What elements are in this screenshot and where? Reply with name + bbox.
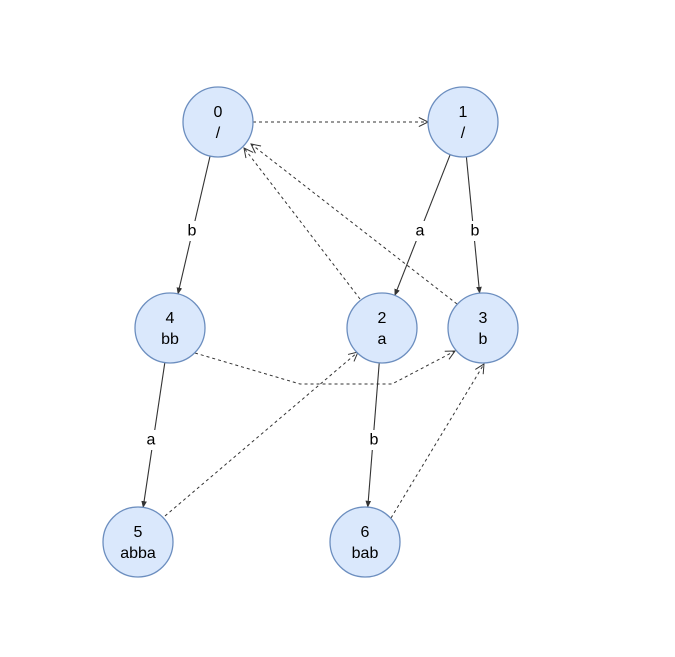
state-string: / [461, 125, 466, 142]
state-string: a [378, 331, 387, 348]
state-circle [102, 506, 174, 578]
state-number: 5 [134, 524, 143, 541]
state-circle [134, 292, 206, 364]
state-node-6: 6 bab [329, 506, 401, 578]
state-number: 3 [479, 310, 488, 327]
edge-6-to-3-failure-link [390, 364, 484, 519]
state-node-2: 2a [346, 292, 418, 364]
state-string: bab [352, 545, 379, 562]
state-number: 4 [166, 310, 175, 327]
state-string: b [479, 331, 488, 348]
state-number: 1 [459, 104, 468, 121]
state-string: bb [161, 331, 179, 348]
state-circle [182, 86, 254, 158]
state-node-1: 1/ [427, 86, 499, 158]
state-number: 2 [378, 310, 387, 327]
edges-layer: b a b a b [141, 122, 484, 519]
edge-label: b [188, 223, 197, 240]
edge-label-background [184, 221, 200, 241]
edge-3-to-0-failure-link [251, 144, 458, 305]
state-circle [346, 292, 418, 364]
edge-label: b [471, 223, 480, 240]
edge-label-background [143, 430, 159, 450]
state-string: / [216, 125, 221, 142]
state-node-3: 3b [447, 292, 519, 364]
state-circle [427, 86, 499, 158]
edge-label-background [412, 221, 428, 241]
state-number: 0 [214, 104, 223, 121]
edge-label-background [366, 430, 382, 450]
state-circle [329, 506, 401, 578]
state-number: 6 [361, 524, 370, 541]
state-circle [447, 292, 519, 364]
edge-label-background [467, 221, 483, 241]
state-node-5: 5 abba [102, 506, 174, 578]
state-string: abba [120, 545, 156, 562]
edge-label: b [370, 432, 379, 449]
edge-label: a [416, 223, 425, 240]
edge-label: a [147, 432, 156, 449]
edge-5-to-2-failure-link [164, 352, 358, 517]
state-node-0: 0/ [182, 86, 254, 158]
edge-4-to-3-failure-link [194, 351, 455, 385]
state-node-4: 4 bb [134, 292, 206, 364]
edge-2-to-0-failure-link [244, 148, 361, 300]
